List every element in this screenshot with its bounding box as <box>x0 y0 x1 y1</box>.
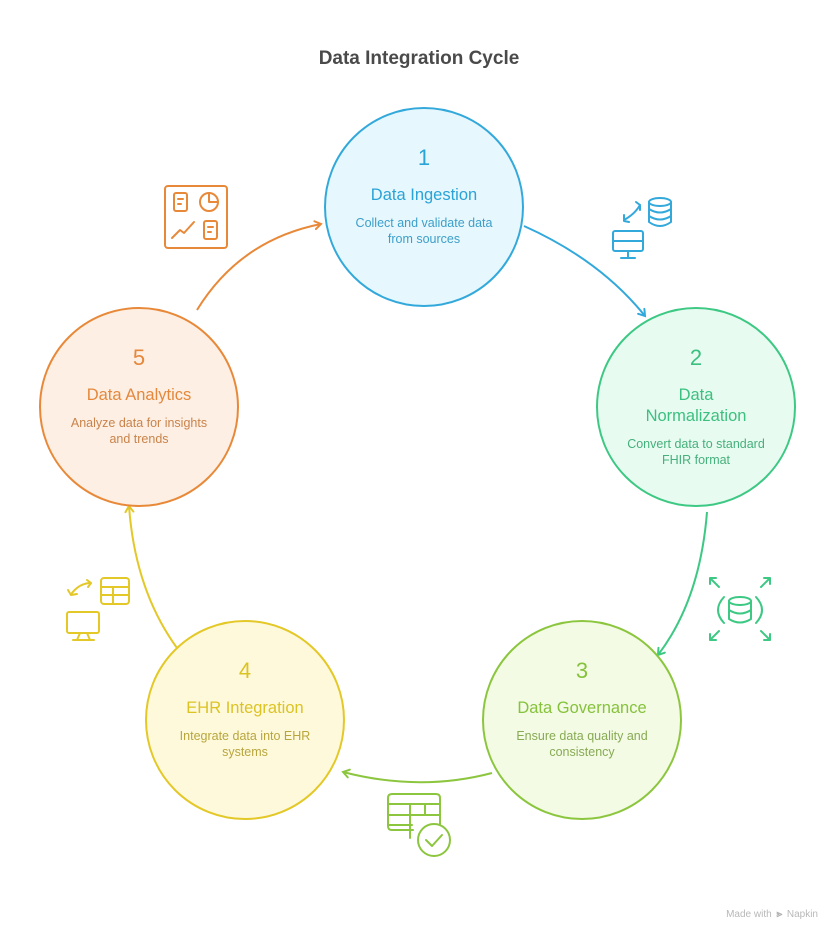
step-description: Analyze data for insights and trends <box>70 416 208 446</box>
napkin-logo-icon: ⪢ <box>776 909 783 920</box>
made-with-label: Made with <box>726 909 772 920</box>
step-node-ehr-integration: 4 EHR Integration Integrate data into EH… <box>145 620 345 820</box>
step-node-data-governance: 3 Data Governance Ensure data quality an… <box>482 620 682 820</box>
step-node-data-normalization: 2 Data Normalization Convert data to sta… <box>596 307 796 507</box>
arrow-2-to-3 <box>656 511 708 657</box>
step-description: Collect and validate data from sources <box>355 216 493 246</box>
step-description: Integrate data into EHR systems <box>179 729 311 759</box>
step-title: EHR Integration <box>186 699 304 717</box>
step-number: 5 <box>132 345 146 370</box>
step-node-data-analytics: 5 Data Analytics Analyze data for insigh… <box>39 307 239 507</box>
database-sync-icon <box>612 197 672 259</box>
arrow-4-to-5 <box>124 504 178 649</box>
step-node-data-ingestion: 1 Data Ingestion Collect and validate da… <box>324 107 524 307</box>
arrow-5-to-1 <box>196 220 323 311</box>
brand-label: Napkin <box>786 909 818 920</box>
step-title: Data Analytics <box>86 386 192 404</box>
dashboard-icon <box>164 185 228 249</box>
arrow-3-to-4 <box>341 768 493 784</box>
made-with-napkin-credit: Made with ⪢ Napkin <box>726 909 818 920</box>
table-sync-icon <box>66 577 130 641</box>
step-description: Convert data to standard FHIR format <box>627 437 765 467</box>
database-expand-icon <box>709 577 771 641</box>
step-number: 2 <box>689 345 703 370</box>
step-number: 3 <box>575 658 589 683</box>
arrow-1-to-2 <box>523 225 647 318</box>
step-title: Data Ingestion <box>370 186 478 204</box>
step-description: Ensure data quality and consistency <box>516 729 648 759</box>
table-check-icon <box>387 793 451 857</box>
step-title: Data Normalization <box>645 386 747 425</box>
step-title: Data Governance <box>517 699 647 717</box>
diagram-title: Data Integration Cycle <box>318 48 520 69</box>
step-number: 4 <box>238 658 252 683</box>
step-number: 1 <box>417 145 431 170</box>
